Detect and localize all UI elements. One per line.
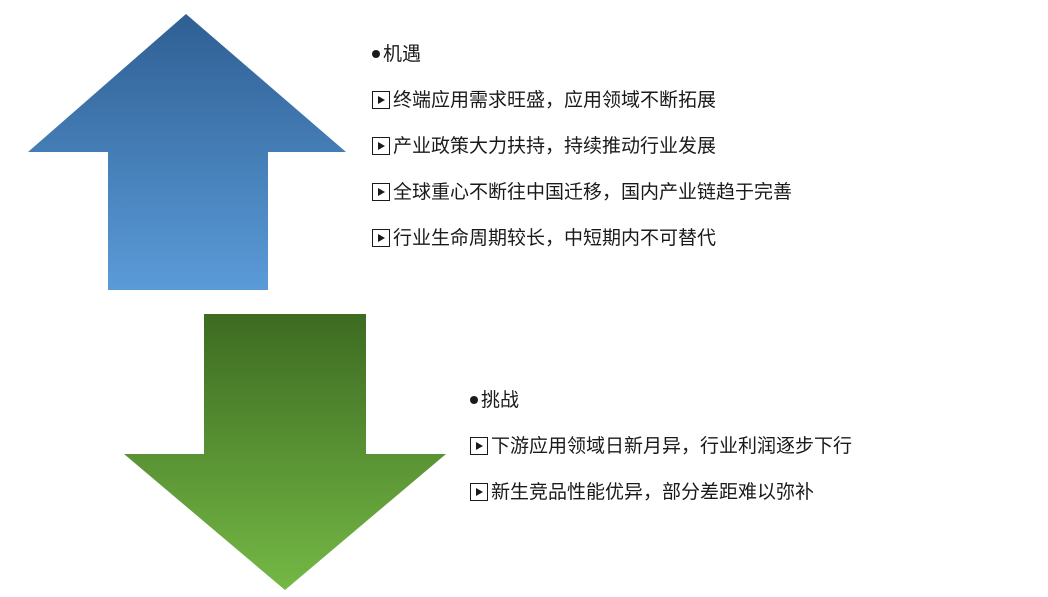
- play-box-icon: [372, 229, 390, 247]
- challenge-item-text: 下游应用领域日新月异，行业利润逐步下行: [491, 435, 853, 457]
- opportunities-heading: 机遇: [372, 40, 792, 68]
- opportunity-item-text: 全球重心不断往中国迁移，国内产业链趋于完善: [393, 181, 793, 203]
- up-arrow-icon: [28, 14, 346, 290]
- play-box-icon: [470, 483, 488, 501]
- challenges-title: 挑战: [481, 389, 520, 411]
- opportunity-item-text: 产业政策大力扶持，持续推动行业发展: [393, 135, 717, 157]
- challenge-item: 下游应用领域日新月异，行业利润逐步下行: [470, 432, 852, 460]
- opportunity-item: 终端应用需求旺盛，应用领域不断拓展: [372, 86, 792, 114]
- play-box-icon: [372, 91, 390, 109]
- challenge-item-text: 新生竞品性能优异，部分差距难以弥补: [491, 481, 815, 503]
- down-arrow: [124, 314, 448, 592]
- bullet-dot-icon: [372, 50, 380, 58]
- opportunity-item-text: 终端应用需求旺盛，应用领域不断拓展: [393, 89, 717, 111]
- up-arrow-shape: [28, 14, 346, 290]
- play-box-icon: [372, 183, 390, 201]
- challenges-section: 挑战 下游应用领域日新月异，行业利润逐步下行 新生竞品性能优异，部分差距难以弥补: [470, 386, 852, 524]
- down-arrow-shape: [124, 314, 446, 590]
- opportunities-title: 机遇: [383, 43, 422, 65]
- opportunity-item: 行业生命周期较长，中短期内不可替代: [372, 224, 792, 252]
- opportunities-section: 机遇 终端应用需求旺盛，应用领域不断拓展 产业政策大力扶持，持续推动行业发展 全…: [372, 40, 792, 270]
- down-arrow-icon: [124, 314, 446, 590]
- challenges-heading: 挑战: [470, 386, 852, 414]
- bullet-dot-icon: [470, 396, 478, 404]
- up-arrow: [28, 14, 348, 292]
- challenge-item: 新生竞品性能优异，部分差距难以弥补: [470, 478, 852, 506]
- opportunity-item: 全球重心不断往中国迁移，国内产业链趋于完善: [372, 178, 792, 206]
- opportunity-item-text: 行业生命周期较长，中短期内不可替代: [393, 227, 717, 249]
- play-box-icon: [372, 137, 390, 155]
- play-box-icon: [470, 437, 488, 455]
- opportunity-item: 产业政策大力扶持，持续推动行业发展: [372, 132, 792, 160]
